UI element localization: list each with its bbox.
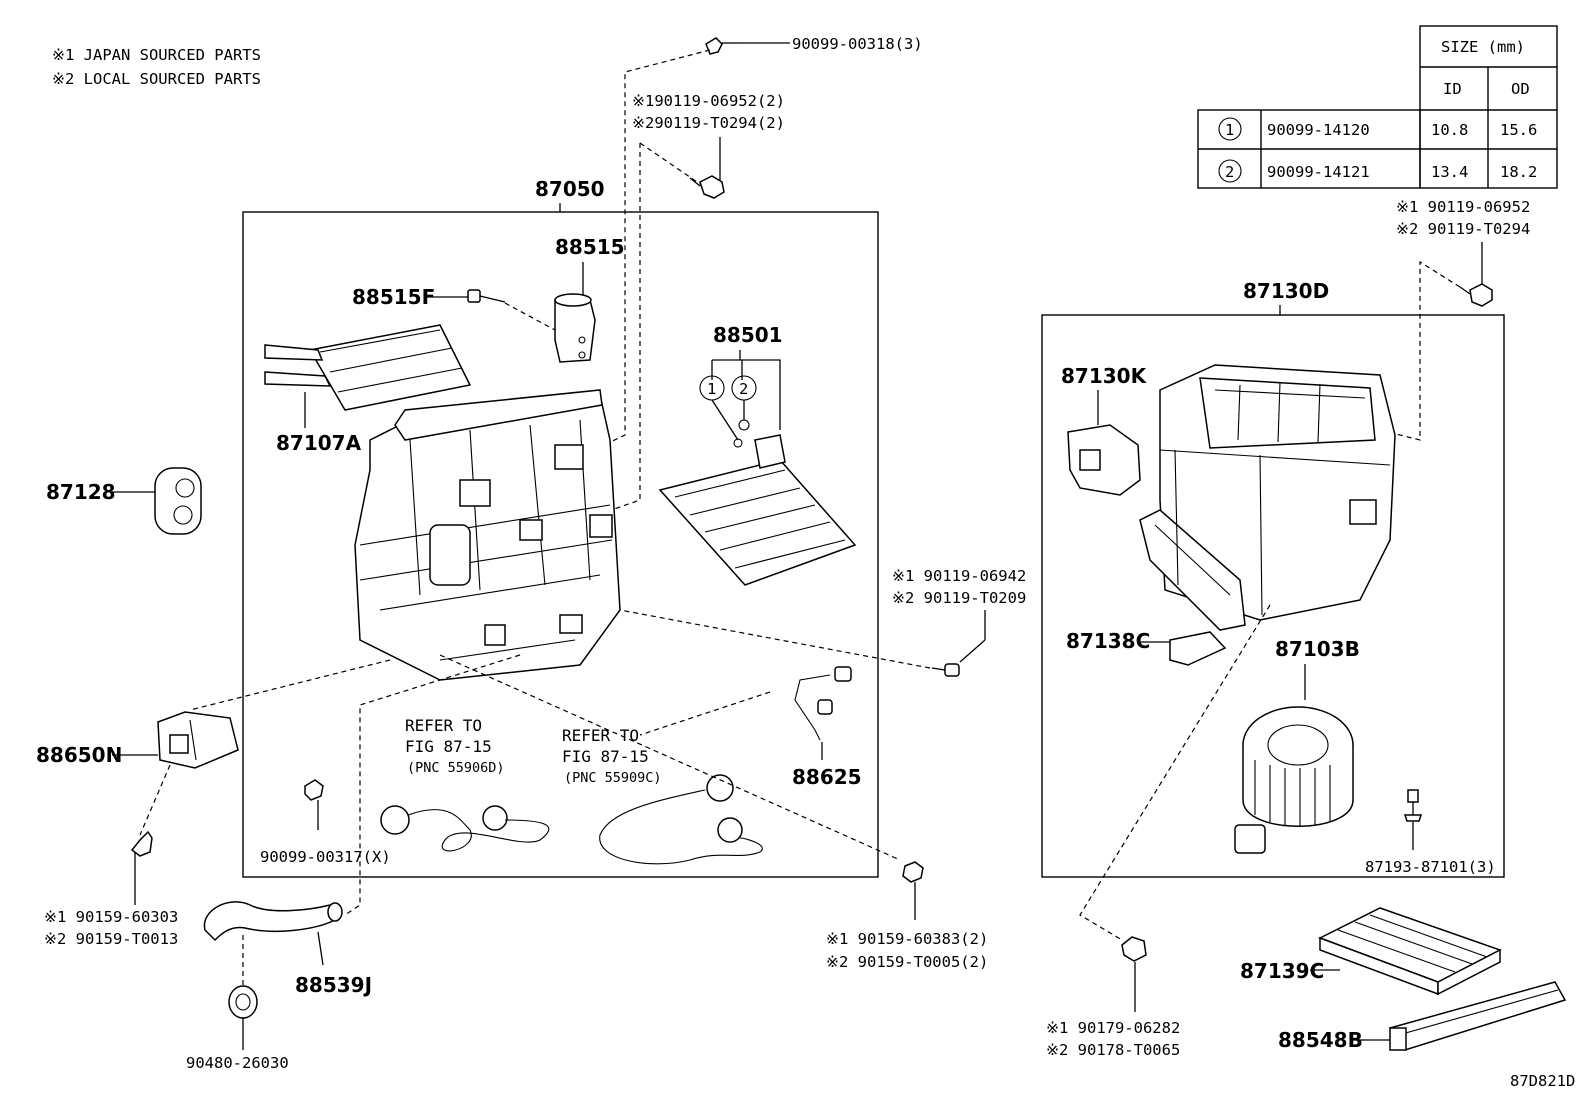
heater-case-icon <box>354 389 621 681</box>
label-90099-00318[interactable]: 90099-00318(3) <box>792 35 923 53</box>
size-row-2-part: 90099-14121 <box>1267 163 1370 181</box>
size-table-col-od: OD <box>1511 80 1530 98</box>
wire-harness-icon <box>380 805 550 852</box>
label-88501[interactable]: 88501 <box>713 323 783 347</box>
label-88515F[interactable]: 88515F <box>352 285 435 309</box>
note-local-sourced: ※2 LOCAL SOURCED PARTS <box>52 70 261 88</box>
refer-1-line-3[interactable]: (PNC 55906D) <box>407 760 505 776</box>
size-table-col-id: ID <box>1443 80 1462 98</box>
circle-2-label: 2 <box>739 380 748 398</box>
bolt-icon <box>304 779 324 830</box>
label-90099-00317[interactable]: 90099-00317(X) <box>260 848 391 866</box>
circle-1-label: 1 <box>707 380 716 398</box>
label-88650N[interactable]: 88650N <box>36 743 122 767</box>
label-87103B[interactable]: 87103B <box>1275 637 1360 661</box>
label-90178-T0065[interactable]: ※2 90178-T0065 <box>1046 1041 1180 1059</box>
refer-1-line-2: FIG 87-15 <box>405 737 492 756</box>
diagram-code: 87D821D <box>1510 1072 1575 1090</box>
blower-case-icon <box>1139 364 1396 631</box>
refer-2-line-1: REFER TO <box>562 726 639 745</box>
blower-motor-icon <box>1234 706 1354 854</box>
screw-icon <box>902 861 924 883</box>
screw-icon <box>931 663 960 677</box>
label-90159-T0013[interactable]: ※2 90159-T0013 <box>44 930 178 948</box>
refer-2-line-3[interactable]: (PNC 55909C) <box>564 770 662 786</box>
clip-icon <box>1121 936 1147 962</box>
label-88625[interactable]: 88625 <box>792 765 862 789</box>
blower-unit-frame <box>1041 314 1505 878</box>
clip-icon <box>689 175 725 199</box>
evaporator-icon <box>658 434 857 586</box>
heater-core-icon <box>264 324 472 411</box>
label-87128[interactable]: 87128 <box>46 480 116 504</box>
size-row-1-no: 1 <box>1225 121 1234 139</box>
label-90119-06952-right[interactable]: ※1 90119-06952 <box>1396 198 1530 216</box>
label-88548B[interactable]: 88548B <box>1278 1028 1363 1052</box>
label-87193-87101[interactable]: 87193-87101(3) <box>1365 858 1496 876</box>
label-90159-60303[interactable]: ※1 90159-60303 <box>44 908 178 926</box>
expansion-valve-icon <box>554 293 596 363</box>
size-row-1-part: 90099-14120 <box>1267 121 1370 139</box>
label-87050[interactable]: 87050 <box>535 177 605 201</box>
label-87138C[interactable]: 87138C <box>1066 629 1150 653</box>
size-table: SIZE (mm) ID OD 1 90099-14120 10.8 15.6 … <box>1197 25 1558 189</box>
drain-hose-icon <box>203 901 343 942</box>
size-table-header: SIZE (mm) <box>1441 38 1525 56</box>
label-90119-T0294-right[interactable]: ※2 90119-T0294 <box>1396 220 1530 238</box>
label-90119-T0209[interactable]: ※2 90119-T0209 <box>892 589 1026 607</box>
bolt-icon <box>705 37 738 55</box>
clip-icon <box>1459 283 1493 307</box>
filter-cover-icon <box>1388 981 1567 1051</box>
size-row-1-id: 10.8 <box>1431 121 1468 139</box>
label-87107A[interactable]: 87107A <box>276 431 362 455</box>
label-90119-T0294-top[interactable]: ※290119-T0294(2) <box>632 114 785 132</box>
label-90119-06942[interactable]: ※1 90119-06942 <box>892 567 1026 585</box>
actuator-icon <box>157 711 239 769</box>
label-90119-06952-top[interactable]: ※190119-06952(2) <box>632 92 785 110</box>
refer-1-line-1: REFER TO <box>405 716 482 735</box>
refer-2-line-2: FIG 87-15 <box>562 747 649 766</box>
size-row-2-od: 18.2 <box>1500 163 1537 181</box>
note-japan-sourced: ※1 JAPAN SOURCED PARTS <box>52 46 261 64</box>
label-90480-26030[interactable]: 90480-26030 <box>186 1054 289 1072</box>
grommet-icon <box>228 985 258 1019</box>
label-87139C[interactable]: 87139C <box>1240 959 1324 983</box>
label-87130D[interactable]: 87130D <box>1243 279 1329 303</box>
size-row-2-id: 13.4 <box>1431 163 1468 181</box>
cabin-filter-icon <box>1318 907 1502 996</box>
size-row-2-no: 2 <box>1225 163 1234 181</box>
size-row-1-od: 15.6 <box>1500 121 1537 139</box>
wire-harness-icon <box>599 774 763 865</box>
label-88515[interactable]: 88515 <box>555 235 625 259</box>
label-87130K[interactable]: 87130K <box>1061 364 1148 388</box>
servo-motor-icon <box>1067 424 1141 496</box>
label-90159-T0005[interactable]: ※2 90159-T0005(2) <box>826 953 988 971</box>
screw-icon <box>1403 789 1423 822</box>
seal-icon <box>154 467 202 535</box>
bolt-icon <box>467 289 506 303</box>
blower-resistor-icon <box>1169 631 1227 666</box>
sensor-icon <box>794 666 852 741</box>
screw-icon <box>130 830 153 876</box>
label-88539J[interactable]: 88539J <box>295 973 372 997</box>
label-90179-06282[interactable]: ※1 90179-06282 <box>1046 1019 1180 1037</box>
label-90159-60383[interactable]: ※1 90159-60383(2) <box>826 930 988 948</box>
